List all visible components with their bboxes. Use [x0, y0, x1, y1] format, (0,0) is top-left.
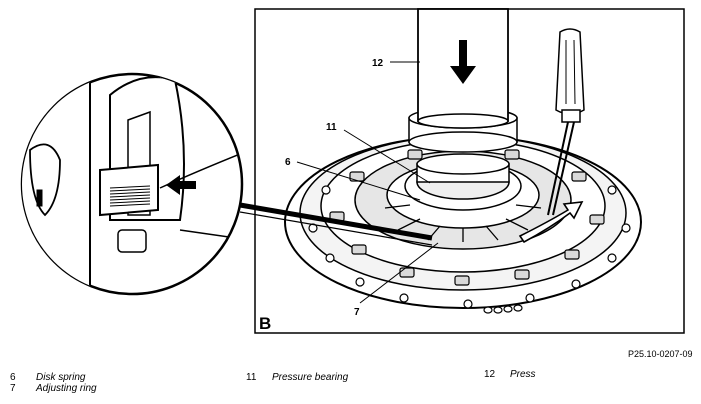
legend-label: Press: [510, 369, 536, 380]
legend-number: 12: [484, 369, 496, 380]
callout-adjusting-ring: 7: [354, 307, 360, 318]
callout-press: 12: [372, 58, 384, 69]
legend-number: 7: [10, 383, 16, 394]
legend-label: Pressure bearing: [272, 372, 349, 383]
down-arrow-icon: [450, 40, 476, 84]
clutch-assembly: [284, 135, 642, 314]
callout-pressure-bearing: 11: [326, 122, 337, 133]
legend-number: 6: [10, 372, 16, 383]
callout-disk-spring: 6: [285, 157, 291, 168]
legend-number: 11: [246, 372, 257, 383]
legend-item-adjusting-ring: 7 Adjusting ring: [10, 383, 97, 394]
legend-label: Adjusting ring: [36, 383, 97, 394]
rotation-arrow-icon: [518, 201, 584, 244]
callout-leaders: [296, 61, 439, 304]
legend-item-press: 12 Press: [484, 369, 536, 380]
legend-item-disk-spring: 6 Disk spring: [10, 372, 85, 383]
detail-magnifier: [20, 72, 244, 296]
detail-connector: [239, 202, 433, 246]
panel-label: B: [259, 314, 271, 333]
illustration: 12 11 6 7 B: [20, 8, 685, 334]
legend-label: Disk spring: [36, 372, 86, 383]
pointer-arrow-icon: [166, 175, 196, 195]
screwdriver-icon: [547, 28, 585, 216]
press-ram: [408, 8, 518, 153]
figure-reference: P25.10-0207-09: [628, 349, 693, 359]
legend-item-pressure-bearing: 11 Pressure bearing: [246, 372, 348, 383]
